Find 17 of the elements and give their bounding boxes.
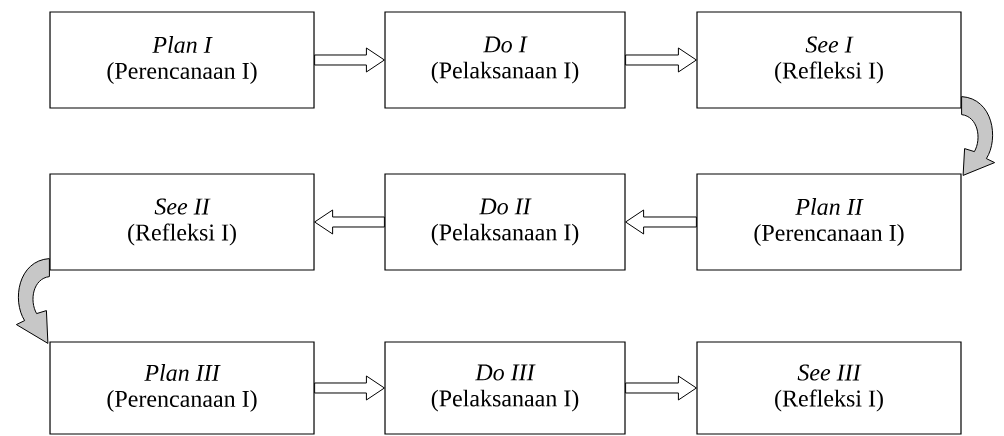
- process-box: Do III (Pelaksanaan I): [384, 341, 626, 435]
- process-box: Do II (Pelaksanaan I): [384, 173, 626, 271]
- process-box: Do I (Pelaksanaan I): [384, 11, 626, 109]
- process-box: Plan I (Perencanaan I): [49, 11, 315, 109]
- process-box: Plan III (Perencanaan I): [49, 341, 315, 435]
- curved-arrow: [15, 258, 50, 344]
- curved-arrow: [961, 96, 996, 176]
- block-arrow: [314, 47, 385, 73]
- process-box: See II (Refleksi I): [49, 173, 315, 271]
- block-arrow: [625, 209, 697, 235]
- process-box: Plan II (Perencanaan I): [696, 173, 962, 271]
- process-box: See I (Refleksi I): [696, 11, 962, 109]
- block-arrow: [625, 47, 697, 73]
- block-arrow: [625, 375, 697, 401]
- block-arrow: [314, 375, 385, 401]
- block-arrow: [314, 209, 385, 235]
- process-box: See III (Refleksi I): [696, 341, 962, 435]
